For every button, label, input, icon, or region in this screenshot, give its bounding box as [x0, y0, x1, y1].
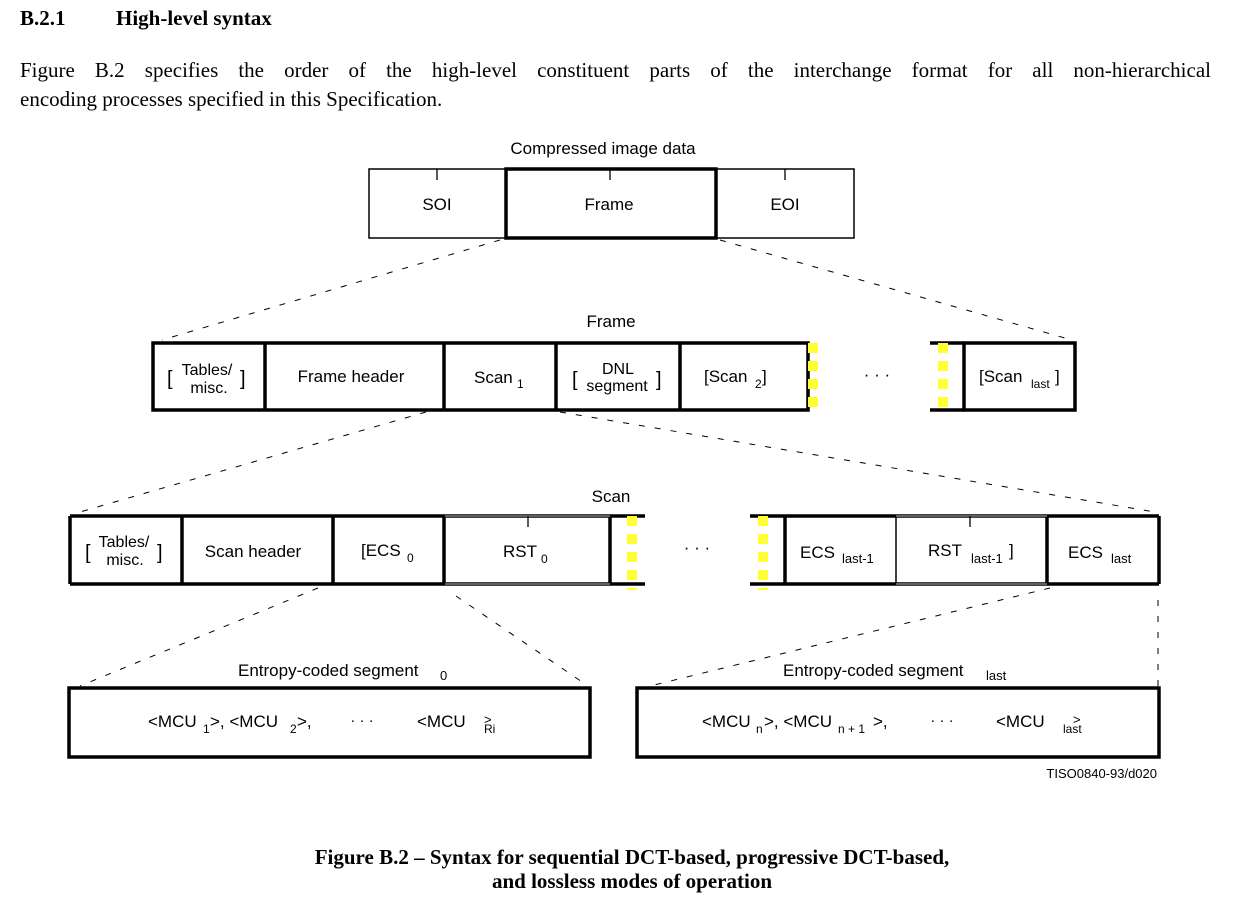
eoi-label: EOI: [770, 195, 799, 214]
svg-text:>: >: [484, 712, 492, 727]
svg-text:1: 1: [203, 722, 210, 736]
rst-last-1-label: RST: [928, 541, 962, 560]
soi-label: SOI: [422, 195, 451, 214]
scan-tables-label: Tables/: [99, 534, 150, 551]
scan2-label: [Scan: [704, 367, 747, 386]
ecs-last-sub: last: [1111, 551, 1132, 566]
figure-caption: Figure B.2 – Syntax for sequential DCT-b…: [0, 845, 1257, 893]
svg-text:]: ]: [157, 542, 163, 564]
scan-ellipsis: · · ·: [684, 538, 710, 557]
svg-text:]: ]: [1009, 541, 1014, 560]
ecs-last-label: ECS: [1068, 543, 1103, 562]
expansion-line: [79, 411, 427, 513]
ecs0-dots: · · ·: [350, 712, 373, 729]
frame-header-label: Frame header: [298, 367, 405, 386]
svg-text:>,: >,: [873, 712, 888, 731]
ecs0-title-sub: 0: [440, 668, 447, 683]
svg-text:[: [: [85, 542, 91, 564]
rst-last-1-sub: last-1: [971, 551, 1003, 566]
scan1-label: Scan: [474, 368, 513, 387]
scan-header-label: Scan header: [205, 542, 302, 561]
mcu-1-label: <MCU: [148, 712, 197, 731]
ecs-last-dots: · · ·: [930, 712, 953, 729]
body-paragraph: Figure B.2 specifies the order of the hi…: [20, 56, 1211, 114]
figure-id: TISO0840-93/d020: [1046, 766, 1157, 781]
mcu-last-sub: last: [1063, 722, 1082, 736]
svg-text:]: ]: [1055, 367, 1060, 386]
mcu-n1-sub: n + 1: [838, 722, 865, 736]
section-title: High-level syntax: [116, 6, 272, 30]
frame-ellipsis: · · ·: [864, 365, 890, 384]
svg-text:>: >: [1073, 712, 1081, 727]
scan2-sub: 2: [755, 377, 762, 391]
svg-text:>, <MCU: >, <MCU: [764, 712, 832, 731]
svg-text:]: ]: [762, 367, 767, 386]
scan-last-box: [962, 341, 1077, 412]
svg-text:]: ]: [240, 368, 246, 390]
paragraph-line-1: Figure B.2 specifies the order of the hi…: [20, 58, 1211, 82]
svg-text:n: n: [756, 722, 763, 736]
scan1-sub: 1: [517, 377, 524, 391]
expansion-line: [719, 239, 1073, 341]
ecs-last-title: Entropy-coded segment: [783, 661, 964, 680]
ecs-last-title-sub: last: [986, 668, 1007, 683]
svg-text:[: [: [572, 369, 578, 391]
expansion-line: [649, 587, 1051, 687]
mcu-n-label: <MCU: [702, 712, 751, 731]
level-4-entropy-coded-segments: Entropy-coded segment 0 Entropy-coded se…: [67, 661, 1161, 759]
rst0-label: RST: [503, 542, 537, 561]
frame-segment-box: [151, 341, 810, 412]
ecs-last-box: [635, 686, 1161, 759]
ecs-last-1-sub: last-1: [842, 551, 874, 566]
level-1-title: Compressed image data: [510, 139, 696, 158]
expansion-line: [79, 587, 319, 687]
ecs0-box: [67, 686, 592, 759]
mcu-ri-label: <MCU: [417, 712, 466, 731]
svg-text:[: [: [167, 368, 173, 390]
expansion-line: [161, 239, 501, 341]
mcu-2-sub: 2: [290, 722, 297, 736]
scan-last-label: [Scan: [979, 367, 1022, 386]
frame-label: Frame: [584, 195, 633, 214]
dnl-label: DNL: [602, 361, 634, 378]
frame-tables-label: Tables/: [182, 362, 233, 379]
scan-last-sub: last: [1031, 377, 1050, 391]
frame-misc-label: misc.: [190, 380, 227, 397]
level-2-frame: Frame [ Tables/ misc. ] Frame header Sca…: [151, 312, 1077, 415]
level-2-title: Frame: [586, 312, 635, 331]
ecs-last-1-label: ECS: [800, 543, 835, 562]
section-number: B.2.1: [20, 6, 66, 30]
ecs0-title: Entropy-coded segment: [238, 661, 419, 680]
expansion-line: [455, 595, 589, 687]
caption-line-2: and lossless modes of operation: [491, 869, 773, 893]
scan-misc-label: misc.: [106, 552, 143, 569]
mcu-ri-sub: Ri: [484, 722, 495, 736]
level-3-scan: Scan [ Tables/ misc. ] Scan head: [68, 487, 1161, 590]
ecs0-sub: 0: [407, 551, 414, 565]
svg-text:>,: >,: [297, 712, 312, 731]
svg-text:>, <MCU: >, <MCU: [210, 712, 278, 731]
caption-line-1: Figure B.2 – Syntax for sequential DCT-b…: [314, 845, 950, 869]
rst0-sub: 0: [541, 552, 548, 566]
svg-text:]: ]: [656, 369, 662, 391]
expansion-line: [559, 411, 1156, 513]
level-1-compressed-image-data: Compressed image data SOI Frame EOI: [368, 139, 855, 240]
level-3-title: Scan: [592, 487, 631, 506]
ecs0-label: [ECS: [361, 541, 401, 560]
mcu-last-label: <MCU: [996, 712, 1045, 731]
frame-box: [504, 167, 718, 240]
paragraph-line-2: encoding processes specified in this Spe…: [20, 87, 443, 111]
dnl-segment-label: segment: [586, 378, 648, 395]
